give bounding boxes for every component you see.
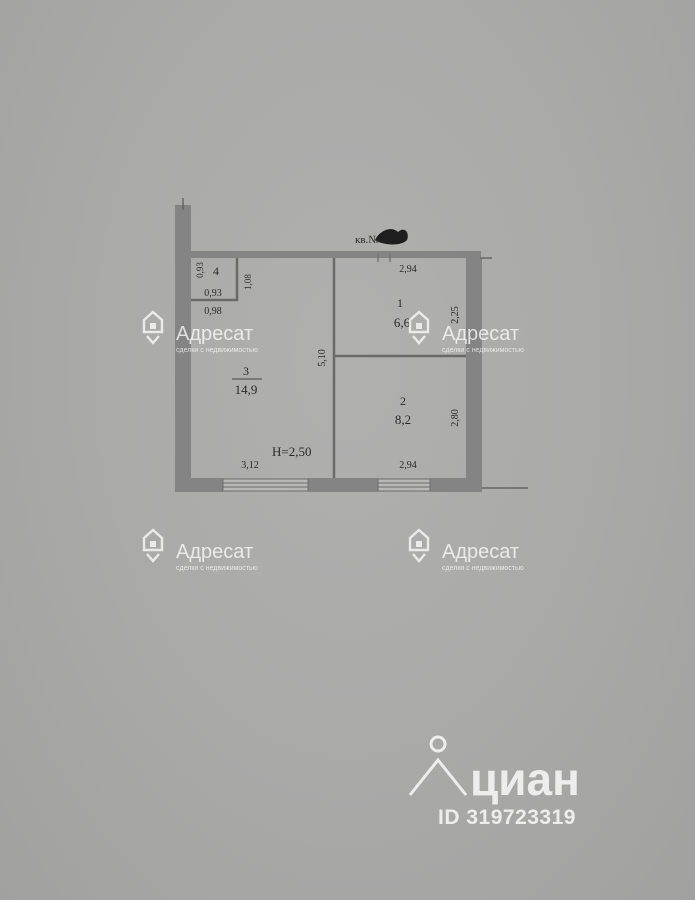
wall-bottom-right — [430, 478, 482, 492]
window-right — [377, 478, 431, 492]
house-logo-icon — [142, 528, 164, 563]
cian-name: циан — [470, 753, 580, 805]
dim-closet-bottom: 0,98 — [204, 306, 222, 317]
dim-top-right: 2,94 — [399, 264, 417, 275]
adresat-name: Адресат — [442, 541, 519, 563]
ceiling-height: H=2,50 — [272, 444, 311, 459]
apartment-number-scribble — [375, 229, 408, 245]
wall-top — [191, 251, 481, 258]
cian-id: ID 319723319 — [438, 806, 576, 829]
adresat-watermark-4: Адресат сделки с недвижимостью — [408, 528, 524, 572]
dim-bottom-right: 2,94 — [399, 460, 417, 471]
partition-closet — [191, 258, 239, 302]
adresat-tagline: сделки с недвижимостью — [442, 565, 524, 572]
windows — [222, 478, 431, 492]
adresat-name: Адресат — [176, 323, 253, 345]
adresat-name: Адресат — [176, 541, 253, 563]
room-3-number: 3 — [243, 364, 249, 378]
wall-bottom-mid — [308, 478, 378, 492]
dim-bottom-left: 3,12 — [241, 460, 259, 471]
adresat-watermark-1: Адресат сделки с недвижимостью — [142, 310, 258, 354]
partitions — [191, 258, 466, 478]
room-1-number: 1 — [397, 296, 403, 310]
dim-closet-right: 1,08 — [243, 274, 253, 290]
dim-closet-top: 0,93 — [195, 262, 205, 278]
dim-center-wall: 5,10 — [317, 349, 328, 367]
adresat-watermark-2: Адресат сделки с недвижимостью — [408, 310, 524, 354]
door-marks — [377, 253, 391, 262]
room-4-number: 4 — [213, 264, 219, 278]
cian-logo-icon — [408, 735, 468, 796]
adresat-tagline: сделки с недвижимостью — [442, 347, 524, 354]
adresat-tagline: сделки с недвижимостью — [176, 565, 258, 572]
room-3-area: 14,9 — [235, 382, 258, 397]
adresat-name: Адресат — [442, 323, 519, 345]
room-2-area: 8,2 — [395, 412, 411, 427]
wall-left — [175, 205, 191, 490]
apartment-label: кв.№ — [355, 234, 379, 246]
house-logo-icon — [408, 528, 430, 563]
wall-ticks — [182, 198, 528, 489]
adresat-tagline: сделки с недвижимостью — [176, 347, 258, 354]
wall-bottom-left — [175, 478, 223, 492]
cian-watermark: циан ID 319723319 — [408, 735, 580, 829]
window-left — [222, 478, 309, 492]
house-logo-icon — [142, 310, 164, 345]
room-2-number: 2 — [400, 394, 406, 408]
room-4-area: 0,93 — [204, 288, 222, 299]
adresat-watermark-3: Адресат сделки с недвижимостью — [142, 528, 258, 572]
room-1-area: 6,6 — [394, 315, 411, 330]
dim-room1-side: 2,25 — [450, 306, 461, 324]
dim-room2-side: 2,80 — [450, 409, 461, 427]
wall-right — [466, 258, 482, 490]
house-logo-icon — [408, 310, 430, 345]
walls — [175, 205, 482, 492]
